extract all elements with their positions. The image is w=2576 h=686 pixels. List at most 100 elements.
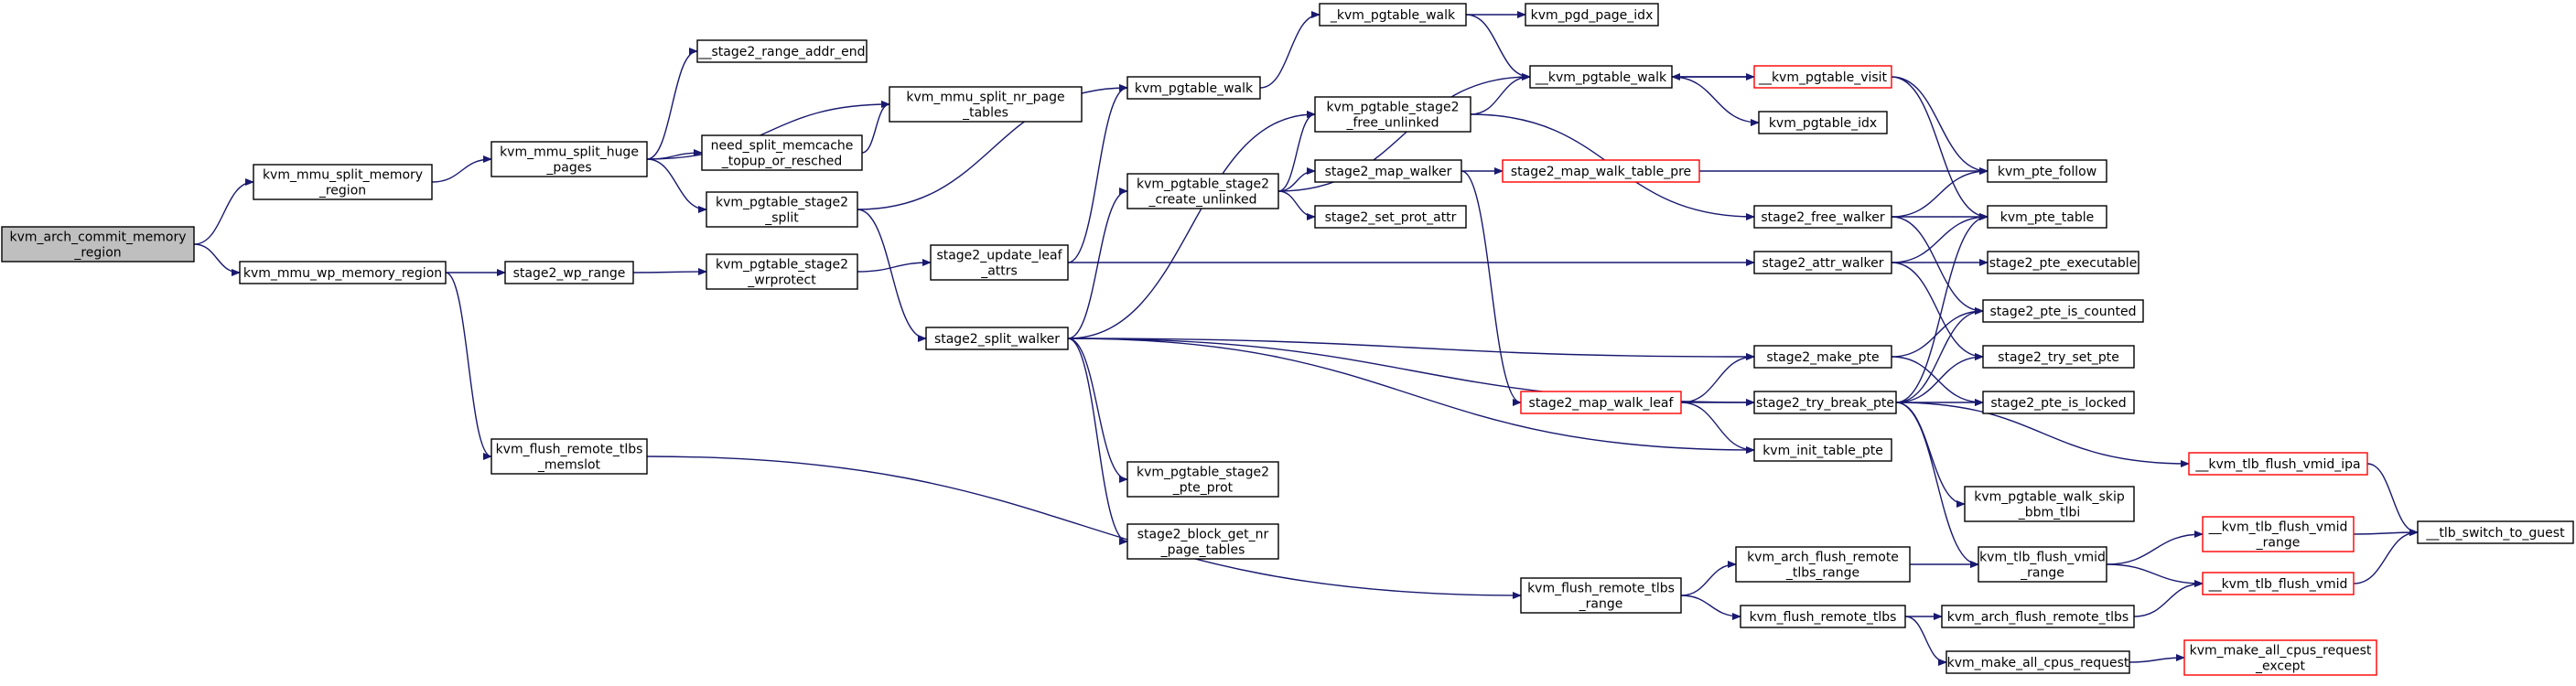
node-label-line: kvm_mmu_split_huge xyxy=(500,145,639,160)
call-edge xyxy=(1470,73,1531,115)
call-edge xyxy=(1067,338,1128,545)
node-box xyxy=(1520,391,1682,414)
node-label-line: _kvm_pgtable_walk xyxy=(1330,8,1456,23)
call-edge xyxy=(2353,529,2419,584)
function-node-kvm-mmu-split-memory-region[interactable]: kvm_mmu_split_memory_region xyxy=(253,164,433,200)
function-node-kvm-pte-table[interactable]: kvm_pte_table xyxy=(1987,205,2107,229)
node-label-line: kvm_mmu_wp_memory_region xyxy=(243,266,442,281)
function-node-kvm-pgtable-idx[interactable]: kvm_pgtable_idx xyxy=(1758,111,1888,134)
node-label-line: __kvm_tlb_flush_vmid_ipa xyxy=(2194,457,2360,472)
function-node-stage2-attr-walker[interactable]: stage2_attr_walker xyxy=(1753,251,1892,274)
function-node-stage2-pte-is-counted[interactable]: stage2_pte_is_counted xyxy=(1982,299,2144,323)
node-box xyxy=(706,191,858,228)
function-node-stage2-map-walker[interactable]: stage2_map_walker xyxy=(1314,159,1462,183)
function-node-stage2-range-addr-end[interactable]: __stage2_range_addr_end xyxy=(696,39,868,63)
function-node-kvm-tlb-flush-vmid[interactable]: __kvm_tlb_flush_vmid xyxy=(2202,572,2355,595)
function-node-stage2-set-prot-attr[interactable]: stage2_set_prot_attr xyxy=(1314,205,1467,229)
function-node-stage2-pte-executable[interactable]: stage2_pte_executable xyxy=(1987,251,2139,274)
call-edge xyxy=(1067,338,1128,483)
function-node-kvm-init-table-pte[interactable]: kvm_init_table_pte xyxy=(1753,438,1892,462)
call-edge xyxy=(857,209,927,342)
call-edge xyxy=(2133,580,2204,617)
node-box xyxy=(701,134,863,171)
node-label-line: stage2_block_get_nr xyxy=(1137,528,1269,542)
call-edge xyxy=(1277,111,1316,192)
call-edge xyxy=(1891,167,1989,218)
function-node-kvm-pgtable-walk[interactable]: kvm_pgtable_walk xyxy=(1126,76,1261,100)
function-node-kvm-pgtable-visit[interactable]: __kvm_pgtable_visit xyxy=(1753,65,1892,89)
node-box xyxy=(1529,65,1673,89)
call-edge xyxy=(431,155,492,183)
node-label-line: stage2_pte_executable xyxy=(1989,256,2138,271)
node-box xyxy=(504,261,634,284)
node-label-line: stage2_pte_is_counted xyxy=(1990,305,2137,319)
function-node-stage2-make-pte[interactable]: stage2_make_pte xyxy=(1753,345,1892,369)
node-box xyxy=(1945,650,2130,674)
node-label-line: stage2_wp_range xyxy=(513,266,626,281)
function-node-stage2-pte-is-locked[interactable]: stage2_pte_is_locked xyxy=(1982,391,2135,414)
node-label-line: stage2_split_walker xyxy=(934,332,1060,347)
function-node-kvm-pgtable-walk[interactable]: _kvm_pgtable_walk xyxy=(1319,3,1467,27)
function-node-stage2-wp-range[interactable]: stage2_wp_range xyxy=(504,261,634,284)
call-edge xyxy=(1671,76,1760,126)
function-node-kvm-arch-flush-remote-tlbs[interactable]: kvm_arch_flush_remote_tlbs xyxy=(1941,605,2135,628)
function-node-kvm-tlb-flush-vmid-ipa[interactable]: __kvm_tlb_flush_vmid_ipa xyxy=(2188,452,2368,476)
function-node-stage2-map-walk-leaf[interactable]: stage2_map_walk_leaf xyxy=(1520,391,1682,414)
function-node-kvm-pgtable-walk-skip-bbm-tlbi[interactable]: kvm_pgtable_walk_skip_bbm_tlbi xyxy=(1964,486,2135,522)
call-edge xyxy=(1680,561,1737,596)
node-box xyxy=(1525,3,1659,27)
call-edge xyxy=(1895,307,1984,403)
call-edge xyxy=(193,178,254,245)
call-edge xyxy=(857,259,932,273)
function-node-kvm-pgtable-stage2-create-unlinked[interactable]: kvm_pgtable_stage2_create_unlinked xyxy=(1126,173,1279,209)
function-node-stage2-try-set-pte[interactable]: stage2_try_set_pte xyxy=(1982,345,2135,369)
node-box xyxy=(1758,111,1888,134)
function-node-kvm-pte-follow[interactable]: kvm_pte_follow xyxy=(1987,159,2107,183)
node-box xyxy=(889,86,1083,123)
function-node-kvm-arch-flush-remote-tlbs-range[interactable]: kvm_arch_flush_remote_tlbs_range xyxy=(1735,546,1911,583)
function-node-stage2-update-leaf-attrs[interactable]: stage2_update_leaf_attrs xyxy=(930,244,1069,281)
function-node-kvm-flush-remote-tlbs[interactable]: kvm_flush_remote_tlbs xyxy=(1740,605,1906,628)
function-node-kvm-pgtable-stage2-split[interactable]: kvm_pgtable_stage2_split xyxy=(706,191,858,228)
node-box xyxy=(1982,391,2135,414)
node-label-line: kvm_pgtable_stage2 xyxy=(1137,466,1269,480)
call-edge xyxy=(1895,402,1966,508)
node-label-line: stage2_pte_is_locked xyxy=(1990,396,2126,411)
function-node-kvm-tlb-flush-vmid-range[interactable]: __kvm_tlb_flush_vmid_range xyxy=(2202,516,2355,552)
function-node-kvm-flush-remote-tlbs-range[interactable]: kvm_flush_remote_tlbs_range xyxy=(1520,577,1682,614)
function-node-stage2-block-get-nr-page-tables[interactable]: stage2_block_get_nr_page_tables xyxy=(1126,523,1279,560)
node-label-line: _pte_prot xyxy=(1172,481,1234,496)
node-box xyxy=(1,226,195,263)
function-node-need-split-memcache-topup-or-resched[interactable]: need_split_memcache_topup_or_resched xyxy=(701,134,863,171)
call-edge xyxy=(2106,531,2204,565)
node-label-line: stage2_try_break_pte xyxy=(1756,396,1894,411)
function-node-kvm-mmu-wp-memory-region[interactable]: kvm_mmu_wp_memory_region xyxy=(239,261,447,284)
function-node-kvm-mmu-split-nr-page-tables[interactable]: kvm_mmu_split_nr_page_tables xyxy=(889,86,1083,123)
function-node-kvm-pgtable-walk[interactable]: __kvm_pgtable_walk xyxy=(1529,65,1673,89)
function-node-kvm-tlb-flush-vmid-range[interactable]: kvm_tlb_flush_vmid_range xyxy=(1978,546,2107,583)
node-box xyxy=(1740,605,1906,628)
node-box xyxy=(706,253,858,290)
node-label-line: kvm_flush_remote_tlbs xyxy=(1750,610,1897,625)
node-box xyxy=(1753,251,1892,274)
node-box xyxy=(1941,605,2135,628)
node-label-line: kvm_tlb_flush_vmid xyxy=(1979,551,2106,565)
function-node-kvm-make-all-cpus-request-except[interactable]: kvm_make_all_cpus_request_except xyxy=(2183,639,2377,676)
call-edge xyxy=(646,149,703,160)
function-node-kvm-flush-remote-tlbs-memslot[interactable]: kvm_flush_remote_tlbs_memslot xyxy=(490,438,648,475)
function-node-kvm-pgtable-stage2-pte-prot[interactable]: kvm_pgtable_stage2_pte_prot xyxy=(1126,461,1279,498)
node-box xyxy=(2183,639,2377,676)
function-node-kvm-arch-commit-memory-region[interactable]: kvm_arch_commit_memory_region xyxy=(1,226,195,263)
function-node-tlb-switch-to-guest[interactable]: __tlb_switch_to_guest xyxy=(2417,520,2574,544)
function-node-kvm-pgtable-stage2-free-unlinked[interactable]: kvm_pgtable_stage2_free_unlinked xyxy=(1314,96,1471,133)
function-node-kvm-pgtable-stage2-wrprotect[interactable]: kvm_pgtable_stage2_wrprotect xyxy=(706,253,858,290)
function-node-kvm-pgd-page-idx[interactable]: kvm_pgd_page_idx xyxy=(1525,3,1659,27)
function-node-stage2-map-walk-table-pre[interactable]: stage2_map_walk_table_pre xyxy=(1502,159,1700,183)
function-node-stage2-try-break-pte[interactable]: stage2_try_break_pte xyxy=(1753,391,1897,414)
function-node-kvm-make-all-cpus-request[interactable]: kvm_make_all_cpus_request xyxy=(1945,650,2130,674)
function-node-stage2-split-walker[interactable]: stage2_split_walker xyxy=(925,327,1069,350)
call-edge xyxy=(646,456,1522,599)
function-node-kvm-mmu-split-huge-pages[interactable]: kvm_mmu_split_huge_pages xyxy=(490,141,648,177)
function-node-stage2-free-walker[interactable]: stage2_free_walker xyxy=(1753,205,1892,229)
node-label-line: kvm_arch_flush_remote xyxy=(1747,551,1899,565)
